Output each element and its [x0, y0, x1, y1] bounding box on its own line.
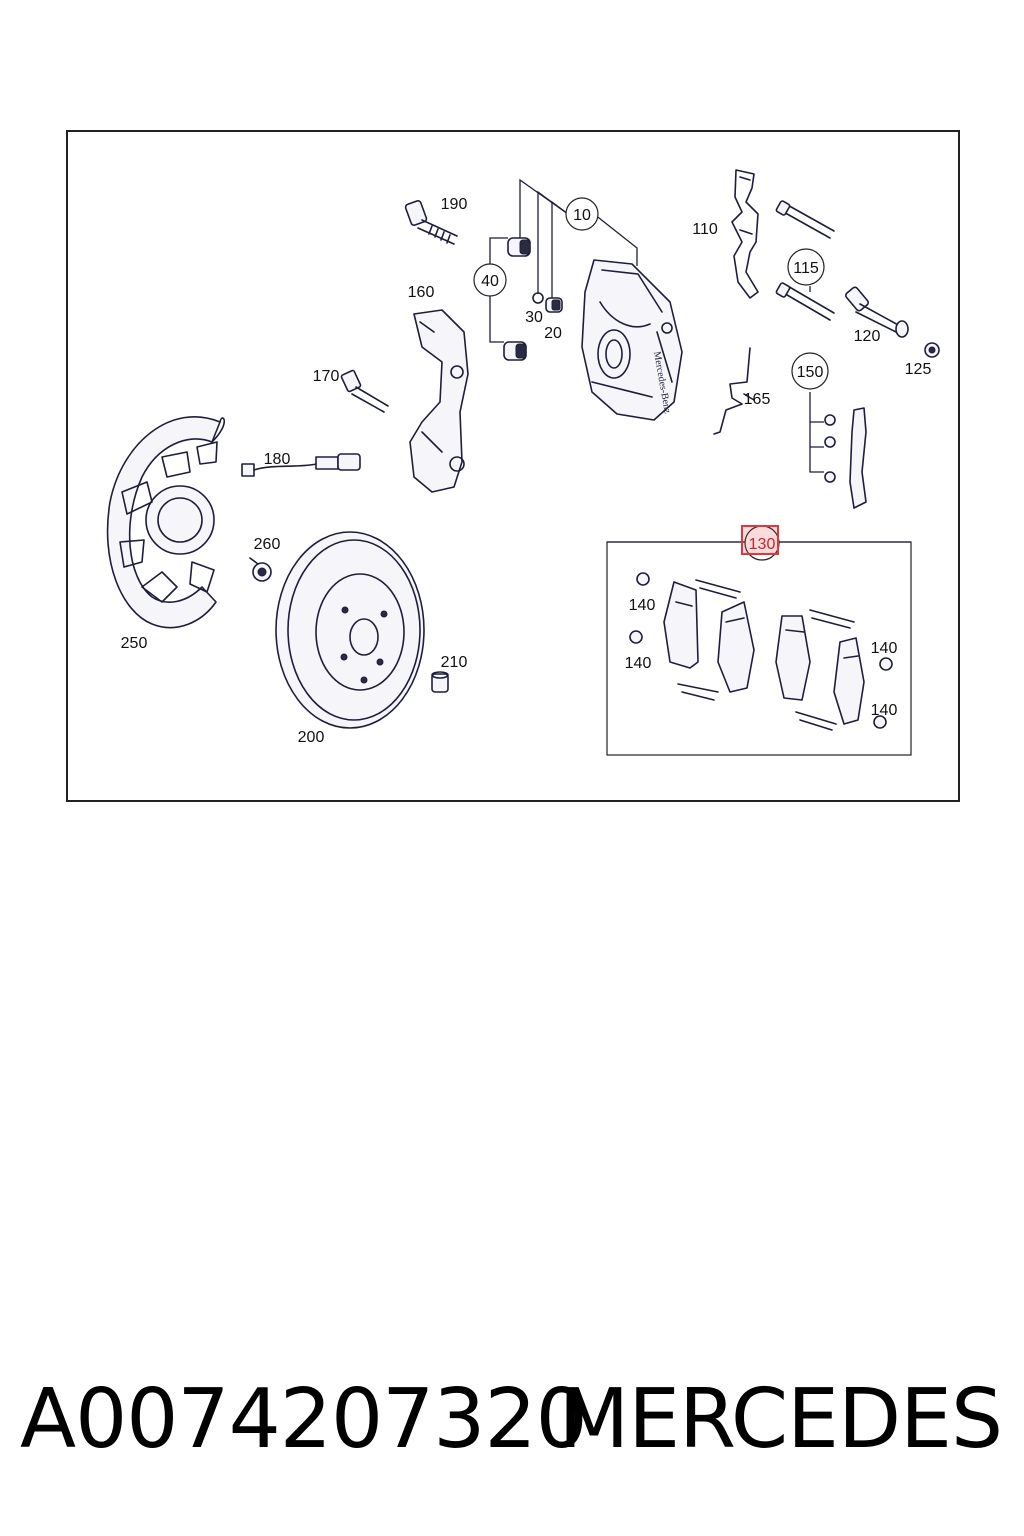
label-140-top-right: 140: [871, 640, 898, 657]
cap-part: [431, 671, 449, 693]
exploded-parts-diagram: Mercedes-Benz: [66, 130, 960, 802]
brake-pad-set-box: [606, 541, 912, 756]
bolt-170-part: [340, 369, 389, 413]
spring-clip-part: [731, 169, 759, 299]
brake-disc-part: [275, 531, 425, 729]
callout-circles: [473, 197, 829, 561]
screw-125-part: [924, 342, 940, 358]
label-120: 120: [854, 328, 881, 345]
label-40: 40: [481, 273, 499, 290]
label-110: 110: [692, 221, 718, 238]
part-number-text: A0074207320: [20, 1372, 588, 1467]
label-115: 115: [793, 260, 819, 277]
dust-shield-part: [106, 416, 226, 629]
callout-circle-40: [473, 263, 507, 297]
guide-pins-part: [775, 200, 835, 321]
callout-circle-10: [565, 197, 599, 231]
label-10: 10: [573, 207, 591, 224]
label-170: 170: [313, 368, 340, 385]
label-20: 20: [544, 325, 562, 342]
label-130: 130: [749, 536, 776, 553]
wear-sensor-part: [241, 453, 361, 477]
label-200: 200: [298, 729, 325, 746]
label-190: 190: [441, 196, 468, 213]
bolt-190-part: [404, 199, 458, 245]
diagram-canvas: Mercedes-Benz: [106, 169, 940, 756]
label-250: 250: [121, 635, 148, 652]
callout-labels: 10 20 30 40 110 115 120 125 130 140 140 …: [121, 196, 932, 746]
label-30: 30: [525, 309, 543, 326]
spring-165-part: [713, 347, 755, 435]
label-140-top-left: 140: [629, 597, 656, 614]
label-125: 125: [905, 361, 932, 378]
mounting-plate-part: [824, 407, 867, 509]
leader-lines: [489, 178, 911, 543]
label-150: 150: [797, 364, 824, 381]
highlight-box-130: [741, 525, 779, 555]
disc-screw-part: [249, 557, 272, 582]
label-210: 210: [441, 654, 468, 671]
caption-footer: A0074207320 MERCEDES: [0, 1370, 1024, 1470]
guide-sleeves-part: [503, 237, 563, 361]
brand-text: MERCEDES: [558, 1372, 1003, 1467]
label-160: 160: [408, 284, 435, 301]
callout-circle-150: [791, 352, 829, 390]
caliper-housing-part: Mercedes-Benz: [581, 259, 683, 421]
label-260: 260: [254, 536, 281, 553]
label-140-bottom-left: 140: [625, 655, 652, 672]
label-165: 165: [744, 391, 771, 408]
bolt-120-part: [844, 286, 909, 338]
label-180: 180: [264, 451, 291, 468]
caliper-bracket-part: [409, 309, 469, 493]
callout-circle-115: [787, 248, 825, 286]
label-140-bottom-right: 140: [871, 702, 898, 719]
